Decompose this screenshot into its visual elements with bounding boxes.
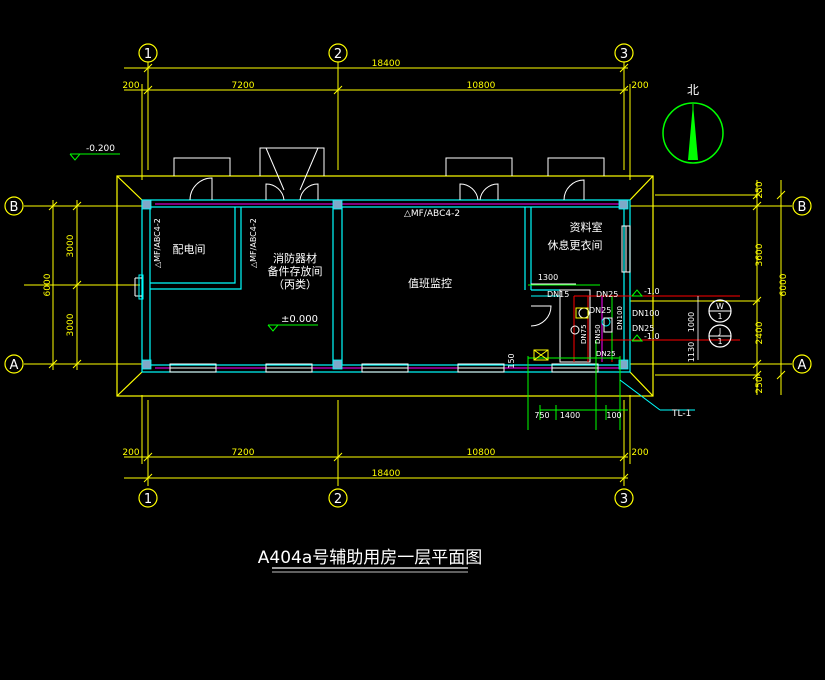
grid-bubble-bottom-3: 3 xyxy=(614,488,634,508)
svg-text:3: 3 xyxy=(620,47,628,62)
svg-text:2: 2 xyxy=(334,47,342,62)
pipe-label-dn25-b: DN25 xyxy=(589,306,611,315)
level-floor: ±0.000 xyxy=(267,314,318,332)
pipe-dim-1130: 1130 xyxy=(687,342,696,362)
level-outside: -0.200 xyxy=(69,144,120,161)
grid-bubble-top-1: 1 xyxy=(138,43,158,63)
pipe-label-dn15: DN15 xyxy=(547,290,569,299)
dim-bottom-edge-right: 200 xyxy=(631,448,648,458)
extinguisher-tag-top: △MF/ABC4-2 xyxy=(404,209,460,219)
pipe-label-dn50: DN50 xyxy=(594,324,602,344)
pipe-dim-100: 100 xyxy=(606,411,621,420)
svg-text:3: 3 xyxy=(620,492,628,507)
dim-top-edge-right: 200 xyxy=(631,81,648,91)
svg-text:-1.0: -1.0 xyxy=(644,332,660,341)
room-label-rest-1: 资料室 xyxy=(570,220,603,234)
pipe-label-dn25-d: DN25 xyxy=(596,350,616,358)
grid-bubble-top-2: 2 xyxy=(328,43,348,63)
dim-right-total: 6000 xyxy=(779,273,789,296)
pipe-dim-750: 750 xyxy=(534,411,549,420)
room-label-rest-2: 休息更衣间 xyxy=(548,238,603,252)
svg-text:1: 1 xyxy=(717,337,722,346)
pipe-level-bottom: -1.0 xyxy=(631,332,660,342)
outlet-symbol-j: J 1 xyxy=(708,324,732,348)
windows xyxy=(169,225,631,373)
dim-right-lower: 2400 xyxy=(755,321,765,344)
pipe-dim-1300: 1300 xyxy=(538,273,558,282)
top-dimensions xyxy=(124,62,631,180)
grid-bubble-left-B: B xyxy=(4,196,24,216)
svg-text:B: B xyxy=(798,200,807,215)
dim-top-left: 7200 xyxy=(232,81,255,91)
room-label-power: 配电间 xyxy=(173,243,206,256)
dim-right-edge-top: 250 xyxy=(755,181,765,198)
dim-top-edge-left: 200 xyxy=(122,81,139,91)
dim-bottom-total: 18400 xyxy=(372,469,401,479)
dim-left-lower: 3000 xyxy=(66,313,76,336)
dim-left-upper: 3000 xyxy=(66,234,76,257)
pipe-tag-tl1: TL-1 xyxy=(671,409,691,419)
grid-bubble-top-3: 3 xyxy=(614,43,634,63)
svg-text:±0.000: ±0.000 xyxy=(281,314,318,325)
wall-finish-lines xyxy=(155,203,620,369)
dim-bottom-edge-left: 200 xyxy=(122,448,139,458)
entrance-steps xyxy=(173,147,605,191)
extinguisher-tag-fire: △MF/ABC4-2 xyxy=(249,218,258,268)
grid-bubble-right-A: A xyxy=(792,354,812,374)
grid-bubble-bottom-2: 2 xyxy=(328,488,348,508)
bottom-dimensions xyxy=(124,395,631,486)
dim-bottom-right: 10800 xyxy=(467,448,496,458)
svg-text:-0.200: -0.200 xyxy=(86,144,115,154)
drawing-title: A404a号辅助用房一层平面图 xyxy=(258,548,483,568)
svg-text:-1.0: -1.0 xyxy=(644,287,660,296)
dim-right-edge-bottom: 250 xyxy=(755,376,765,393)
pipe-dim-1400: 1400 xyxy=(560,411,580,420)
svg-text:B: B xyxy=(10,200,19,215)
room-label-monitor: 值班监控 xyxy=(408,276,452,290)
pipe-label-dn100-b: DN100 xyxy=(616,306,624,330)
walls xyxy=(141,199,631,373)
dim-top-total: 18400 xyxy=(372,59,401,69)
dim-top-right: 10800 xyxy=(467,81,496,91)
svg-text:1: 1 xyxy=(717,312,722,321)
pipe-dim-1000: 1000 xyxy=(687,312,696,332)
doors xyxy=(134,177,585,327)
left-dimensions xyxy=(24,200,150,370)
outlet-symbol-w: W 1 xyxy=(708,299,732,323)
room-label-fire-2: 备件存放间 xyxy=(268,264,323,278)
svg-text:A: A xyxy=(798,358,807,373)
columns xyxy=(141,199,629,370)
right-dimensions xyxy=(630,180,792,395)
extinguisher-tag-power: △MF/ABC4-2 xyxy=(153,218,162,268)
svg-text:1: 1 xyxy=(144,47,152,62)
svg-text:1: 1 xyxy=(144,492,152,507)
room-label-fire-1: 消防器材 xyxy=(273,251,317,265)
north-arrow-icon xyxy=(662,102,724,164)
room-label-fire-3: （丙类） xyxy=(273,277,317,291)
svg-text:W: W xyxy=(716,302,724,311)
dim-left-total: 6000 xyxy=(43,273,53,296)
grid-bubble-bottom-1: 1 xyxy=(138,488,158,508)
plumbing-lines xyxy=(527,283,740,430)
dim-right-upper: 3600 xyxy=(755,243,765,266)
svg-text:2: 2 xyxy=(334,492,342,507)
pipe-label-dn75: DN75 xyxy=(580,324,588,344)
svg-text:J: J xyxy=(718,327,721,336)
grid-bubble-left-A: A xyxy=(4,354,24,374)
pipe-label-dn25-a: DN25 xyxy=(596,290,618,299)
pipe-label-dn100: DN100 xyxy=(632,309,659,318)
grid-bubble-right-B: B xyxy=(792,196,812,216)
svg-text:A: A xyxy=(10,358,19,373)
apron-outline xyxy=(116,175,654,397)
dim-bottom-left: 7200 xyxy=(232,448,255,458)
pipe-dim-150: 150 xyxy=(507,353,516,368)
pipe-label-dn25-c: DN25 xyxy=(632,324,654,333)
pipe-level-top: -1.0 xyxy=(631,287,660,297)
north-label: 北 xyxy=(687,83,699,97)
